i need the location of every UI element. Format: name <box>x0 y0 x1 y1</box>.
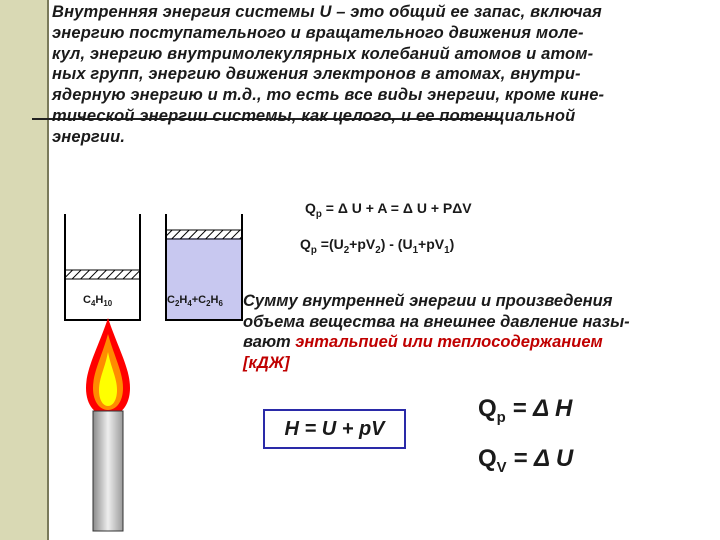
enthalpy-term: энтальпией или теплосодержанием <box>295 333 603 351</box>
equation-qp-enthalpy: Qp = Δ H <box>478 395 573 426</box>
equation-qv-internal: QV = Δ U <box>478 445 574 476</box>
side-divider-line <box>47 0 49 540</box>
enthalpy-unit: [кДЖ] <box>243 353 290 372</box>
butane-label: C4H10 <box>83 294 113 309</box>
equation-qp-states: Qp =(U2+pV2) - (U1+pV1) <box>300 236 455 256</box>
internal-energy-definition: Внутренняя энергия системы U – это общий… <box>52 2 712 148</box>
decorative-side-bar <box>0 0 47 540</box>
definition-line: ядерную энергию и т.д., то есть все виды… <box>52 86 605 105</box>
horizontal-rule <box>32 118 502 120</box>
left-beaker <box>64 214 141 321</box>
enthalpy-formula-box: H = U + pV <box>263 409 406 449</box>
enthalpy-line: объема вещества на внешнее давление назы… <box>243 312 630 331</box>
definition-line: ных групп, энергию движения электронов в… <box>52 65 581 84</box>
definition-line: энергии. <box>52 127 126 146</box>
definition-line: энергию поступательного и вращательного … <box>52 23 584 42</box>
definition-line: тической энергии системы, как целого, и … <box>52 106 576 125</box>
right-beaker <box>165 214 243 321</box>
products-label: C2H4+C2H6 <box>167 294 223 309</box>
enthalpy-definition: Сумму внутренней энергии и произведения … <box>243 291 713 373</box>
burner-flame <box>86 318 130 532</box>
enthalpy-line: Сумму внутренней энергии и произведения <box>243 292 613 310</box>
definition-line: кул, энергию внутримолекулярных колебани… <box>52 44 594 63</box>
enthalpy-line: вают энтальпией или теплосодержанием <box>243 333 603 351</box>
definition-line: Внутренняя энергия системы U – это общий… <box>52 3 602 21</box>
equation-qp-work: Qp = Δ U + A = Δ U + PΔV <box>305 200 472 220</box>
